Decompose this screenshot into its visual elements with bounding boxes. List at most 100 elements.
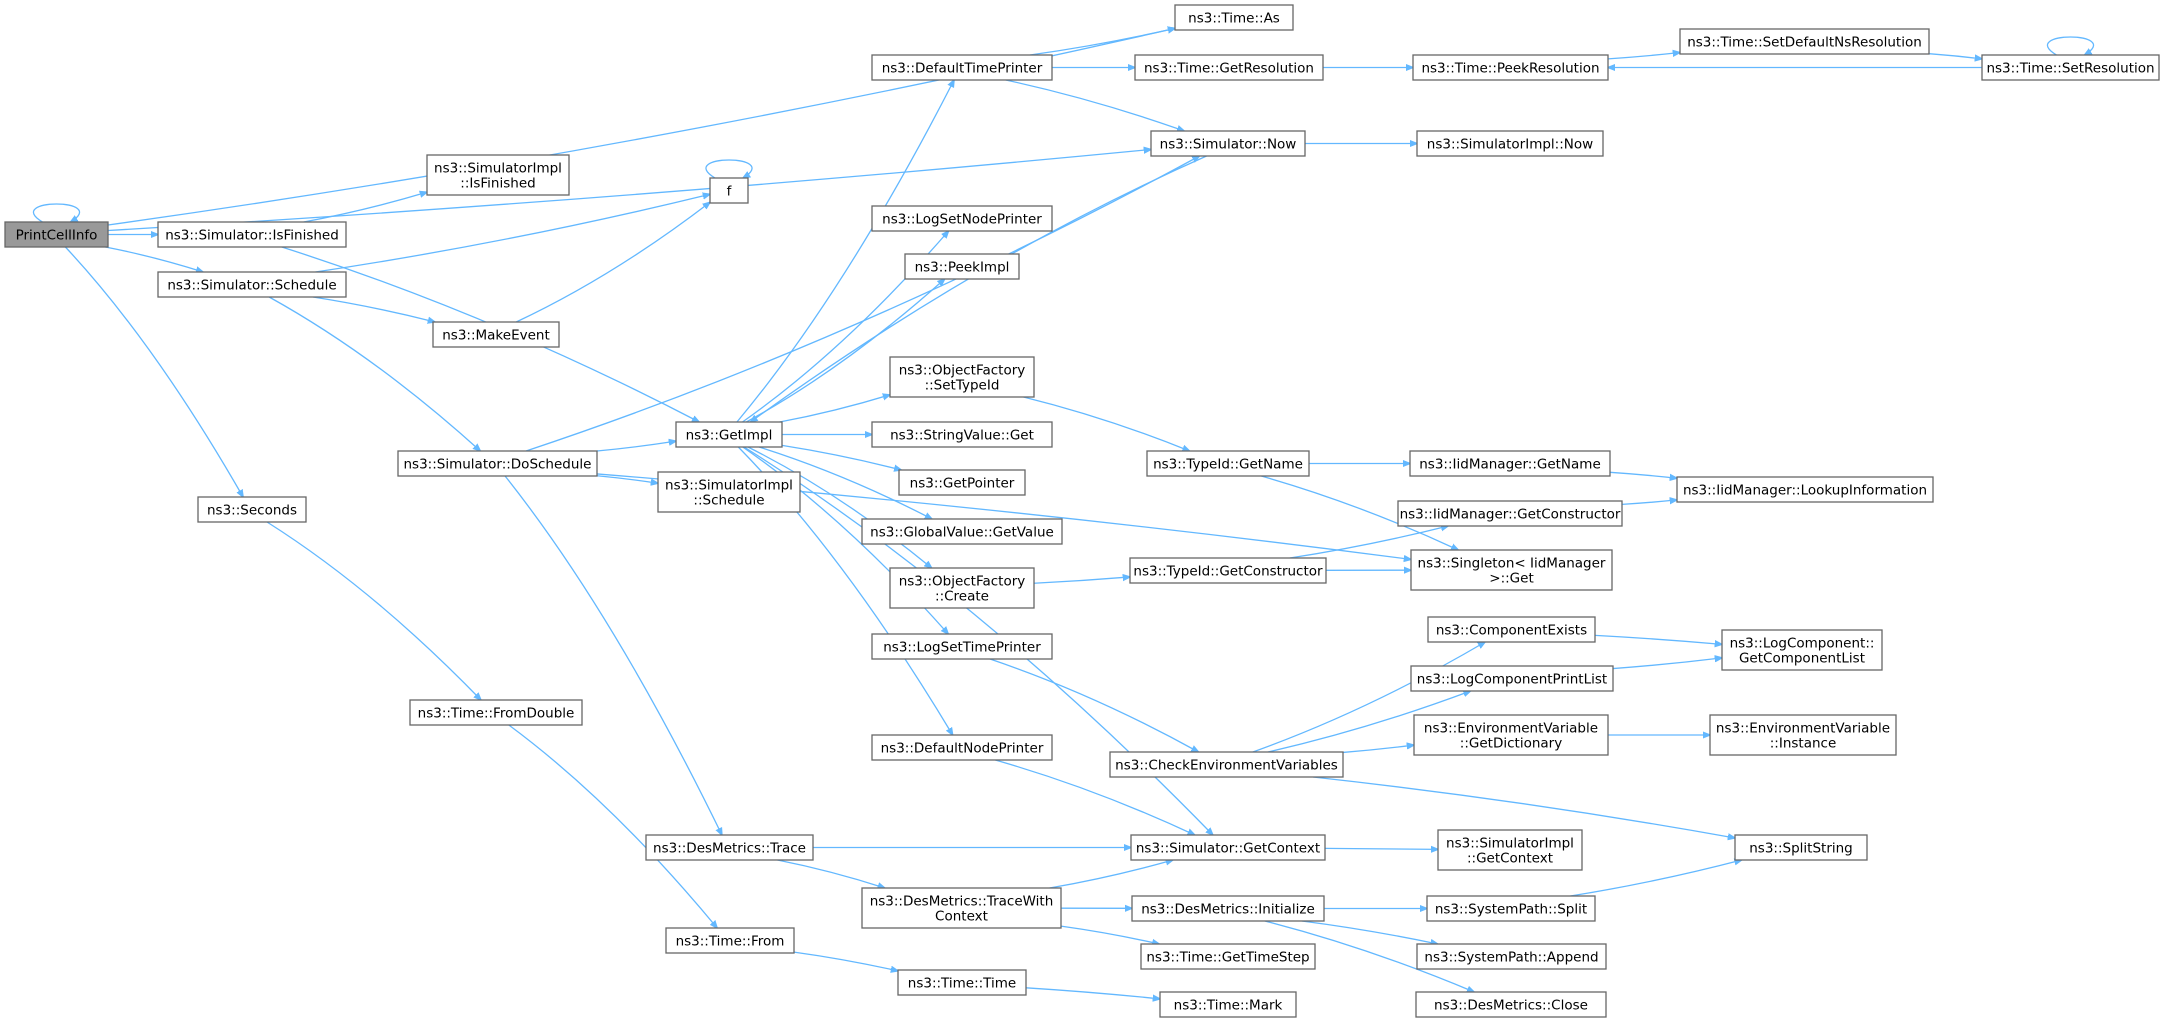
node-box[interactable] — [889, 567, 1035, 609]
node-simulatorimpl-getcontext[interactable]: ns3::SimulatorImpl::GetContext — [1437, 829, 1583, 871]
node-time-as[interactable]: ns3::Time::As — [1174, 4, 1294, 31]
node-getimpl[interactable]: ns3::GetImpl — [675, 421, 783, 448]
node-box[interactable] — [426, 154, 570, 196]
node-box[interactable] — [1109, 751, 1344, 778]
node-box[interactable] — [197, 496, 307, 523]
node-iidmanager-lookupinformation[interactable]: ns3::IidManager::LookupInformation — [1676, 476, 1934, 503]
node-simulator-now[interactable]: ns3::Simulator::Now — [1150, 130, 1306, 157]
node-checkenvironmentvariables[interactable]: ns3::CheckEnvironmentVariables — [1109, 751, 1344, 778]
node-box[interactable] — [1397, 500, 1623, 527]
node-environmentvariable-getdictionary[interactable]: ns3::EnvironmentVariable::GetDictionary — [1413, 714, 1609, 756]
node-box[interactable] — [897, 969, 1027, 996]
node-box[interactable] — [1130, 834, 1326, 861]
node-environmentvariable-instance[interactable]: ns3::EnvironmentVariable::Instance — [1709, 714, 1897, 756]
node-box[interactable] — [1734, 834, 1868, 861]
node-box[interactable] — [157, 271, 347, 298]
node-time-fromdouble[interactable]: ns3::Time::FromDouble — [409, 699, 583, 726]
node-box[interactable] — [871, 205, 1053, 232]
node-simulatorimpl-now[interactable]: ns3::SimulatorImpl::Now — [1416, 130, 1604, 157]
node-box[interactable] — [1410, 549, 1613, 591]
node-iidmanager-getname[interactable]: ns3::IidManager::GetName — [1409, 450, 1611, 477]
node-logsettimeprinter[interactable]: ns3::LogSetTimePrinter — [871, 633, 1053, 660]
node-printcellinfo[interactable]: PrintCellInfo — [4, 221, 109, 248]
node-desmetrics-initialize[interactable]: ns3::DesMetrics::Initialize — [1131, 895, 1325, 922]
node-desmetrics-close[interactable]: ns3::DesMetrics::Close — [1415, 991, 1607, 1018]
node-box[interactable] — [409, 699, 583, 726]
node-time-from[interactable]: ns3::Time::From — [665, 927, 795, 954]
node-box[interactable] — [1679, 28, 1930, 55]
node-box[interactable] — [898, 469, 1026, 496]
node-box[interactable] — [1412, 54, 1609, 81]
node-time-gettimestep[interactable]: ns3::Time::GetTimeStep — [1140, 943, 1316, 970]
node-box[interactable] — [432, 321, 560, 348]
node-simulator-schedule[interactable]: ns3::Simulator::Schedule — [157, 271, 347, 298]
node-time-mark[interactable]: ns3::Time::Mark — [1159, 991, 1297, 1018]
node-logsetnodeprinter[interactable]: ns3::LogSetNodePrinter — [871, 205, 1053, 232]
node-box[interactable] — [871, 734, 1053, 761]
node-f[interactable]: f — [709, 177, 749, 204]
node-box[interactable] — [871, 421, 1053, 448]
node-time-time[interactable]: ns3::Time::Time — [897, 969, 1027, 996]
node-stringvalue-get[interactable]: ns3::StringValue::Get — [871, 421, 1053, 448]
node-box[interactable] — [1709, 714, 1897, 756]
node-box[interactable] — [1415, 991, 1607, 1018]
node-box[interactable] — [1131, 895, 1325, 922]
node-box[interactable] — [1150, 130, 1306, 157]
node-time-setdefaultnsresolution[interactable]: ns3::Time::SetDefaultNsResolution — [1679, 28, 1930, 55]
node-box[interactable] — [1427, 616, 1596, 643]
node-box[interactable] — [1410, 665, 1614, 692]
node-time-getresolution[interactable]: ns3::Time::GetResolution — [1134, 54, 1324, 81]
node-seconds[interactable]: ns3::Seconds — [197, 496, 307, 523]
node-componentexists[interactable]: ns3::ComponentExists — [1427, 616, 1596, 643]
node-time-setresolution[interactable]: ns3::Time::SetResolution — [1981, 54, 2160, 81]
node-box[interactable] — [1174, 4, 1294, 31]
node-simulator-doschedule[interactable]: ns3::Simulator::DoSchedule — [397, 450, 598, 477]
node-box[interactable] — [1981, 54, 2160, 81]
node-default-time-printer[interactable]: ns3::DefaultTimePrinter — [871, 54, 1053, 81]
node-simulatorimpl-isfinished[interactable]: ns3::SimulatorImpl::IsFinished — [426, 154, 570, 196]
node-typeid-getconstructor[interactable]: ns3::TypeId::GetConstructor — [1129, 557, 1327, 584]
node-box[interactable] — [1413, 714, 1609, 756]
node-box[interactable] — [861, 887, 1062, 929]
node-box[interactable] — [1134, 54, 1324, 81]
node-singleton-get[interactable]: ns3::Singleton< IidManager >::Get — [1410, 549, 1613, 591]
node-splitstring[interactable]: ns3::SplitString — [1734, 834, 1868, 861]
node-box[interactable] — [1140, 943, 1316, 970]
node-box[interactable] — [1416, 130, 1604, 157]
node-box[interactable] — [645, 834, 814, 861]
node-getpointer[interactable]: ns3::GetPointer — [898, 469, 1026, 496]
node-box[interactable] — [1676, 476, 1934, 503]
node-box[interactable] — [861, 518, 1063, 545]
node-box[interactable] — [1416, 943, 1607, 970]
node-time-peekresolution[interactable]: ns3::Time::PeekResolution — [1412, 54, 1609, 81]
node-objectfactory-create[interactable]: ns3::ObjectFactory::Create — [889, 567, 1035, 609]
node-box[interactable] — [397, 450, 598, 477]
node-box[interactable] — [665, 927, 795, 954]
node-box[interactable] — [1159, 991, 1297, 1018]
node-logcomponent-getcomponentlist[interactable]: ns3::LogComponent::GetComponentList — [1721, 629, 1883, 671]
node-box[interactable] — [904, 253, 1020, 280]
node-defaultnodeprinter[interactable]: ns3::DefaultNodePrinter — [871, 734, 1053, 761]
node-logcomponentprintlist[interactable]: ns3::LogComponentPrintList — [1410, 665, 1614, 692]
node-box[interactable] — [871, 633, 1053, 660]
node-box[interactable] — [1426, 895, 1596, 922]
node-desmetrics-trace[interactable]: ns3::DesMetrics::Trace — [645, 834, 814, 861]
node-box[interactable] — [1437, 829, 1583, 871]
node-typeid-getname[interactable]: ns3::TypeId::GetName — [1146, 450, 1310, 477]
node-systempath-split[interactable]: ns3::SystemPath::Split — [1426, 895, 1596, 922]
node-box[interactable] — [657, 471, 801, 513]
node-objectfactory-settypeid[interactable]: ns3::ObjectFactory::SetTypeId — [889, 356, 1035, 398]
node-box[interactable] — [1721, 629, 1883, 671]
node-simulatorimpl-schedule[interactable]: ns3::SimulatorImpl::Schedule — [657, 471, 801, 513]
node-box[interactable] — [871, 54, 1053, 81]
node-box[interactable] — [1129, 557, 1327, 584]
node-box[interactable] — [1409, 450, 1611, 477]
node-globalvalue-getvalue[interactable]: ns3::GlobalValue::GetValue — [861, 518, 1063, 545]
node-systempath-append[interactable]: ns3::SystemPath::Append — [1416, 943, 1607, 970]
node-iidmanager-getconstructor[interactable]: ns3::IidManager::GetConstructor — [1397, 500, 1623, 527]
node-box[interactable] — [889, 356, 1035, 398]
node-box[interactable] — [1146, 450, 1310, 477]
node-simulator-isfinished[interactable]: ns3::Simulator::IsFinished — [157, 221, 347, 248]
node-box[interactable] — [4, 221, 109, 248]
node-simulator-getcontext[interactable]: ns3::Simulator::GetContext — [1130, 834, 1326, 861]
